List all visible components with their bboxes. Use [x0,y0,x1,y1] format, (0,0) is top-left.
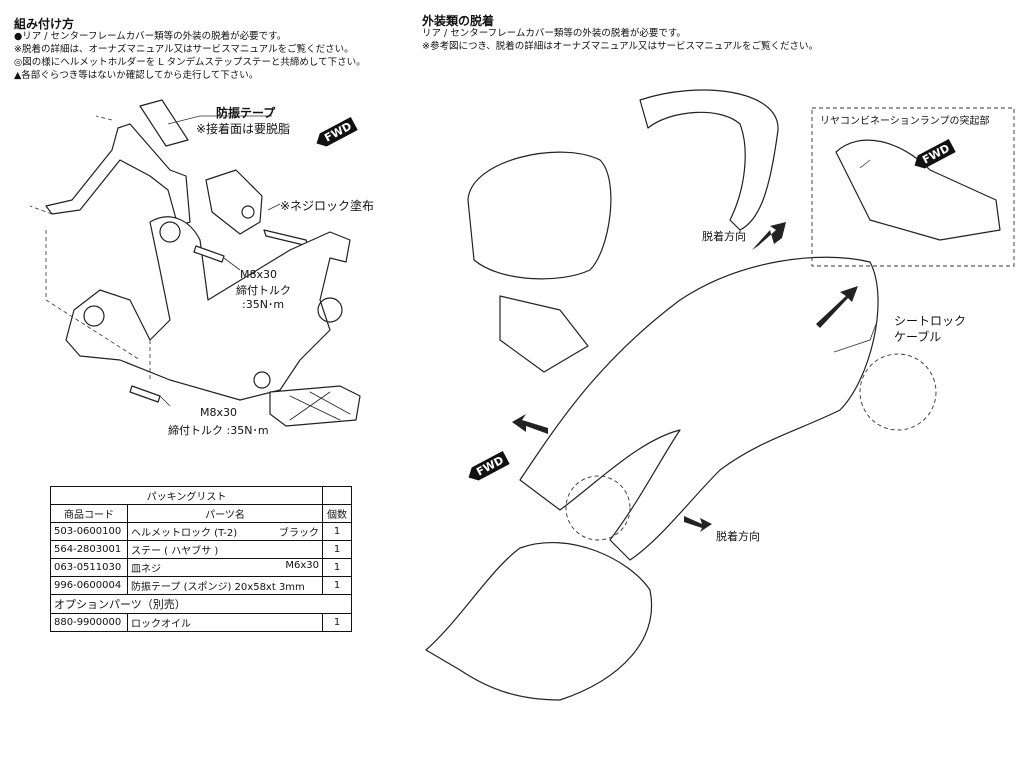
quantity: 1 [322,576,352,595]
lamp-protrusion-label: リヤコンビネーションランプの突起部 [820,116,990,127]
tape-label: 防振テープ [216,106,276,120]
bolt-size-label: M8x30 [200,406,237,419]
torque-label: 締付トルク :35N･m [168,424,269,437]
tape-note-label: ※接着面は要脱脂 [196,122,291,136]
product-code: 564-2803001 [50,540,128,559]
quantity: 1 [322,540,352,559]
arrow-icon [512,414,548,434]
part-name-text: 皿ネジ [131,564,161,575]
removal-direction-label: 脱着方向 [702,230,746,243]
product-code: 880-9900000 [50,613,128,632]
option-parts-title: オプションパーツ（別売） [50,594,352,614]
table-row: 063-0511030 皿ネジ M6x30 1 [50,558,352,577]
quantity: 1 [322,613,352,632]
arrow-icon [684,516,712,532]
product-code: 063-0511030 [50,558,128,577]
bolt-illustration [129,385,161,403]
part-name: 防振テープ (スポンジ) 20x58xt 3mm [127,576,323,595]
part-name-text: 防振テープ (スポンジ) 20x58xt 3mm [131,582,305,593]
exterior-note: リア / センターフレームカバー類等の外装の脱着が必要です。 [422,28,686,39]
part-name-text: ステー ( ハヤブサ ) [131,546,219,557]
part-name: 皿ネジ M6x30 [127,558,323,577]
table-row: 564-2803001 ステー ( ハヤブサ ) 1 [50,540,352,559]
assembly-title: 組み付け方 [14,17,75,31]
grab-rail-illustration [639,89,779,231]
rider-seat-illustration [425,542,652,701]
detail-circle [859,353,937,431]
bolt-size-label: M8x30 [240,268,277,281]
assembly-note: ◎図の様にヘルメットホルダーを L タンデムステップステーと共締めして下さい。 [14,57,366,68]
tandem-step-illustration [65,216,351,401]
arrow-icon [816,286,858,328]
tail-lamp-illustration [835,139,1001,241]
assembly-note: ※脱着の詳細は、オーナズマニュアル又はサービスマニュアルをご覧ください。 [14,44,354,55]
table-row: 503-0600100 ヘルメットロック (T-2) ブラック 1 [50,522,352,541]
column-header: 個数 [322,504,352,523]
part-name-text: ヘルメットロック (T-2) [131,528,238,539]
lamp-detail-frame [811,107,1015,267]
removal-direction-label: 脱着方向 [716,530,760,543]
packing-list-title: パッキングリスト [50,486,323,505]
table-header-row: 商品コード パーツ名 個数 [50,504,352,523]
stay-bracket-illustration [45,123,191,227]
column-header: パーツ名 [127,504,323,523]
exterior-notes: リア / センターフレームカバー類等の外装の脱着が必要です。 ※参考図につき、脱… [422,27,818,53]
exterior-note: ※参考図につき、脱着の詳細はオーナズマニュアル又はサービスマニュアルをご覧くださ… [422,41,818,52]
screwlock-label: ※ネジロック塗布 [280,199,375,213]
product-code: 996-0600004 [50,576,128,595]
assembly-note: ●リア / センターフレームカバー類等の外装の脱着が必要です。 [14,31,287,42]
tape-illustration [139,99,189,147]
part-extra: ブラック [279,528,319,539]
detail-circle [565,475,631,541]
seat-lock-label: シートロック [894,314,967,328]
column-header: 商品コード [50,504,128,523]
exterior-removal-title: 外装類の脱着 [422,14,495,28]
quantity: 1 [322,522,352,541]
arrow-icon [752,222,786,250]
tail-cowl-illustration [519,256,879,561]
bolt-illustration [193,245,225,263]
product-code: 503-0600100 [50,522,128,541]
torque-value-label: :35N･m [242,298,285,311]
assembly-notes: ●リア / センターフレームカバー類等の外装の脱着が必要です。 ※脱着の詳細は、… [14,30,366,82]
table-row: 880-9900000 ロックオイル 1 [50,613,352,632]
torque-label: 締付トルク [236,284,291,297]
part-name: ステー ( ハヤブサ ) [127,540,323,559]
part-name: ロックオイル [127,613,323,632]
side-bracket-illustration [499,295,589,373]
packing-list-table: パッキングリスト 商品コード パーツ名 個数 503-0600100 ヘルメット… [50,486,352,632]
table-row: 996-0600004 防振テープ (スポンジ) 20x58xt 3mm 1 [50,576,352,595]
part-extra: M6x30 [285,560,319,571]
assembly-note: ▲各部ぐらつき等はないか確認してから走行して下さい。 [14,70,259,81]
cable-label: ケーブル [894,330,942,344]
footpeg-illustration [269,385,361,427]
quantity: 1 [322,558,352,577]
part-name: ヘルメットロック (T-2) ブラック [127,522,323,541]
rear-seat-illustration [467,151,612,280]
